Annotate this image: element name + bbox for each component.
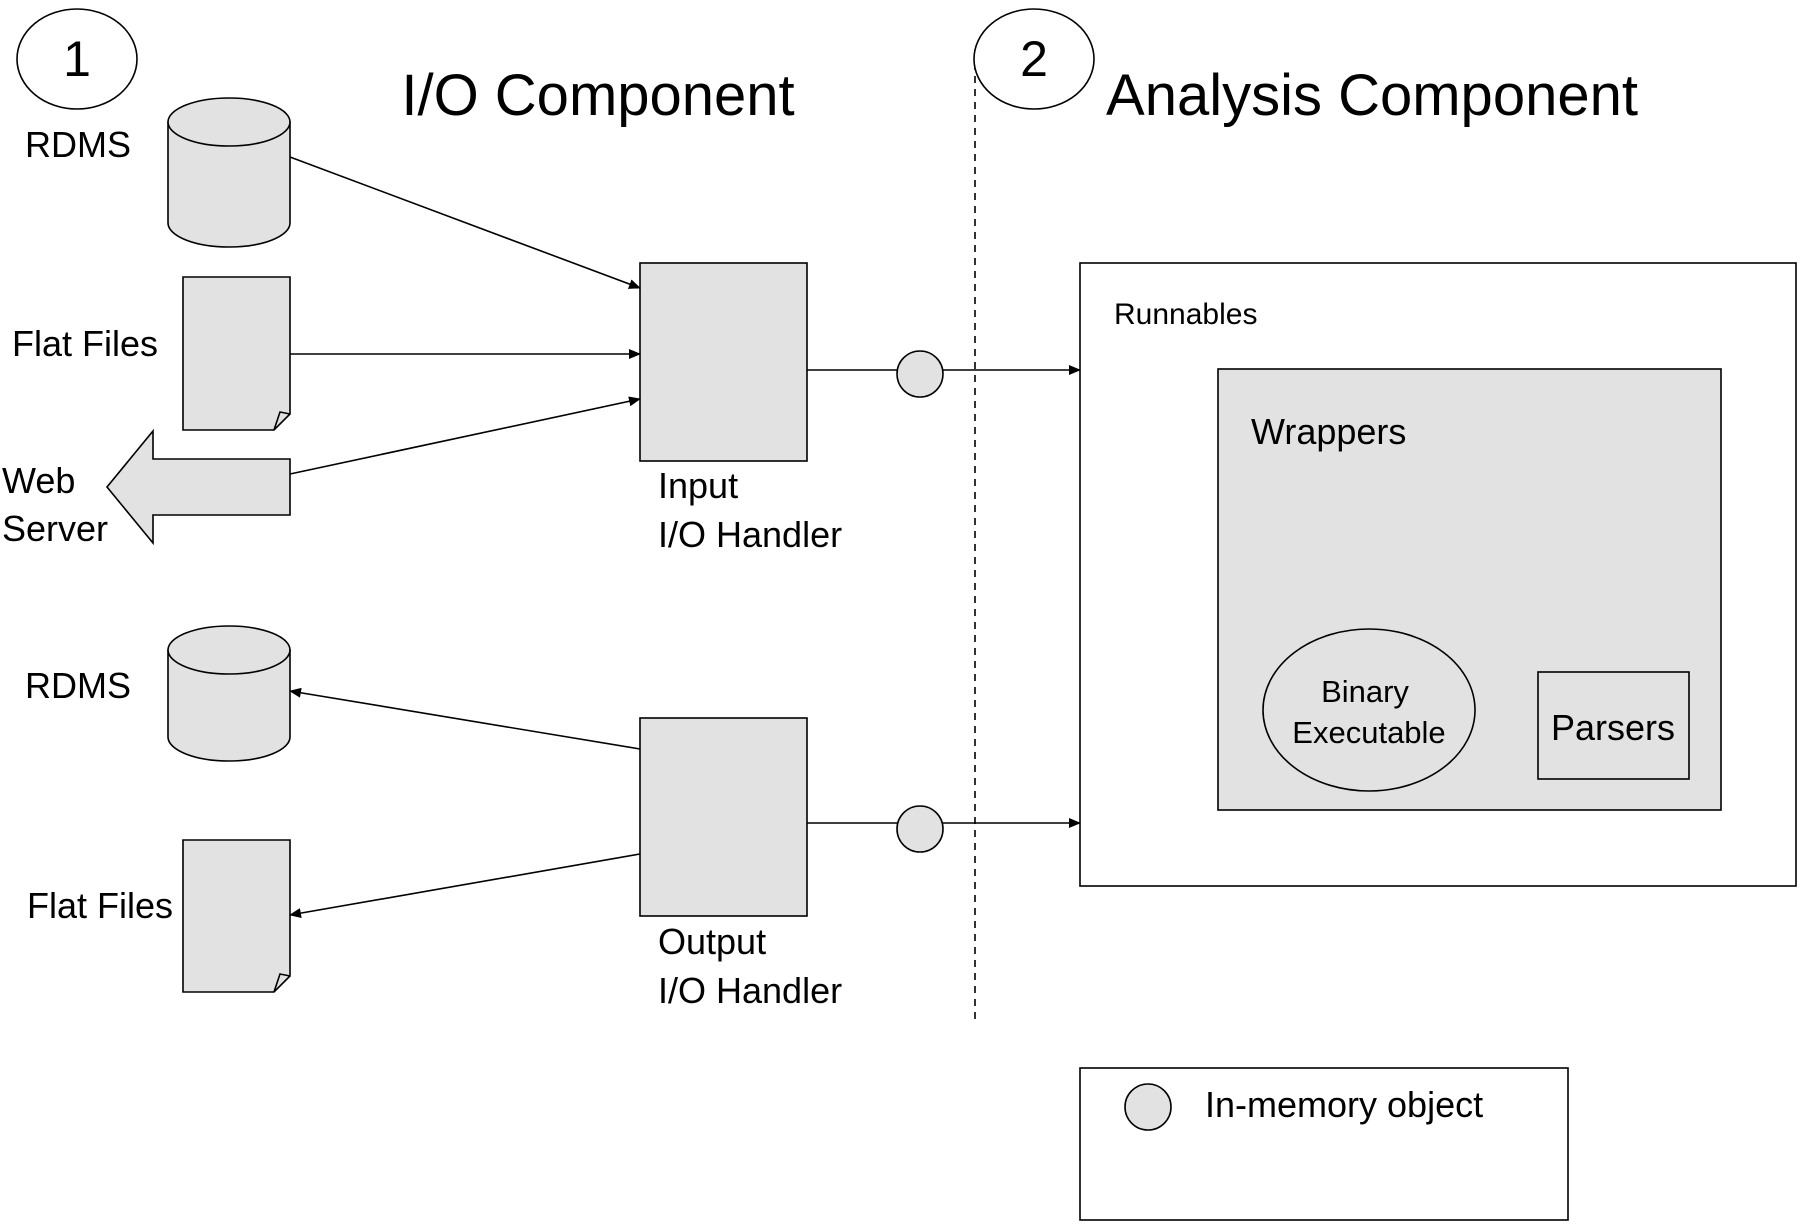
legend-in-memory-object-label: In-memory object [1205,1084,1483,1125]
wrappers-label: Wrappers [1251,411,1406,452]
rdms-to-input-handler-arrow [289,156,641,289]
output-rdms-label: RDMS [25,665,131,706]
step-2-number: 2 [1020,31,1048,87]
binary-executable-label-line1: Binary [1321,674,1409,709]
step-1-badge [16,8,138,110]
runnables-label: Runnables [1114,298,1257,331]
input-flat-files-label: Flat Files [12,323,158,364]
input-io-handler-box [639,262,808,462]
output-io-handler-box [639,717,808,917]
step-2-badge [973,8,1095,110]
output-handler-to-rdms-arrow [289,687,641,750]
parsers-box [1537,671,1690,780]
io-component-title: I/O Component [401,63,794,128]
parsers-label: Parsers [1551,707,1675,748]
web-server-arrow [105,428,291,546]
in-memory-object-input [896,350,944,398]
output-flat-files-document [182,839,291,993]
web-server-label-line2: Server [2,508,108,549]
input-rdms-cylinder [167,97,291,248]
output-io-handler-label-line1: Output [658,921,766,962]
input-io-handler-label-line2: I/O Handler [658,514,842,555]
input-rdms-label: RDMS [25,124,131,165]
web-server-label-line1: Web [2,460,75,501]
in-memory-object-output [896,805,944,853]
output-flat-files-label: Flat Files [27,885,173,926]
analysis-component-title: Analysis Component [1106,63,1638,128]
binary-executable-label-line2: Executable [1292,715,1445,750]
output-rdms-cylinder [167,625,291,762]
output-handler-to-flat-files-arrow [289,853,641,919]
legend-in-memory-object-icon [1124,1083,1172,1131]
input-flat-files-document [182,276,291,431]
output-io-handler-label-line2: I/O Handler [658,970,842,1011]
web-server-to-input-handler-arrow [289,396,641,475]
step-1-number: 1 [63,31,91,87]
binary-executable-ellipse [1262,628,1476,792]
input-io-handler-label-line1: Input [658,465,738,506]
